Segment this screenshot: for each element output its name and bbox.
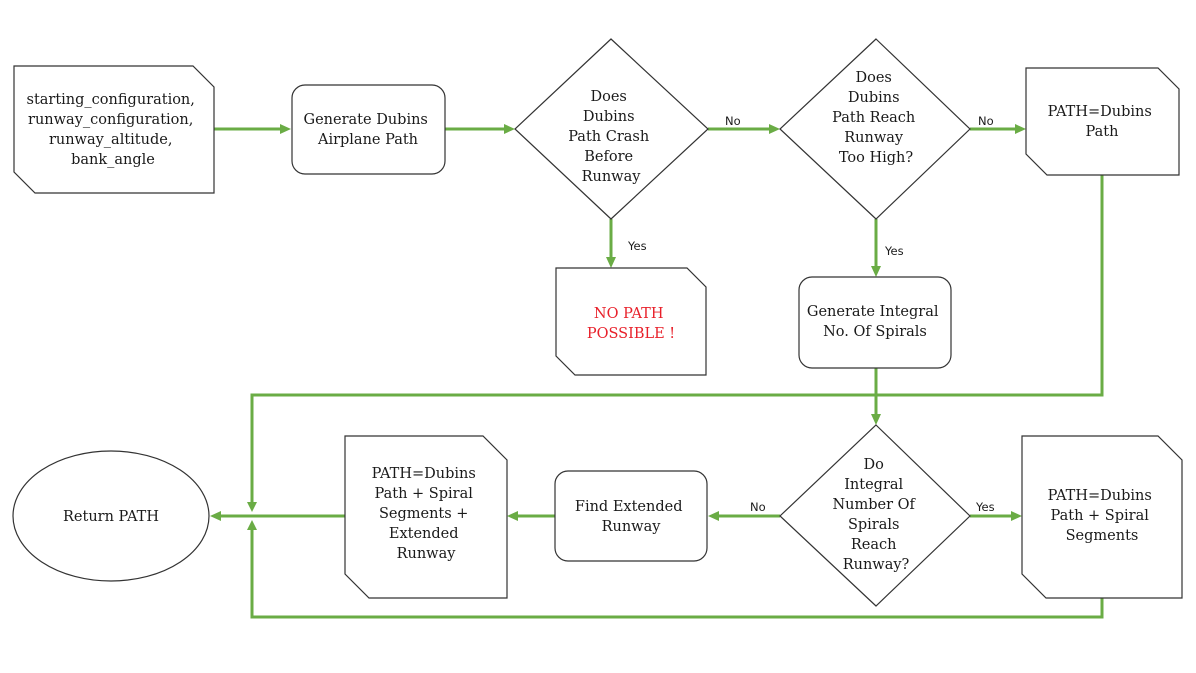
edge-label-spirals-yes: Yes [975, 500, 995, 514]
edge-path-dubins-to-return-path [247, 175, 1104, 512]
edge-crash-check-to-no-path: Yes [606, 219, 647, 268]
node-too-high-check: Does Dubins Path Reach Runway Too High? [779, 38, 971, 220]
node-spirals-check: Do Integral Number Of Spirals Reach Runw… [779, 424, 971, 607]
node-no-path: NO PATH POSSIBLE ! [555, 267, 707, 376]
node-generate-spirals-text: Generate Integral No. Of Spirals [807, 304, 943, 340]
edge-label-crash-no: No [725, 114, 741, 128]
node-find-extended: Find Extended Runway [554, 470, 708, 562]
edge-label-too-high-yes: Yes [884, 244, 904, 258]
node-path-spiral: PATH=Dubins Path + Spiral Segments [1021, 435, 1183, 599]
edge-generate-dubins-to-crash-check [445, 124, 515, 134]
edge-generate-spirals-to-spirals-check [871, 368, 881, 425]
edge-too-high-check-to-generate-spirals: Yes [871, 219, 904, 277]
node-generate-dubins: Generate Dubins Airplane Path [291, 84, 446, 175]
node-path-dubins-text: PATH=Dubins Path [1048, 104, 1157, 140]
edge-path-extended-to-return-path [210, 511, 345, 521]
edge-label-crash-yes: Yes [627, 239, 647, 253]
node-inputs-text: starting_configuration, runway_configura… [27, 92, 200, 168]
node-path-extended-text: PATH=Dubins Path + Spiral Segments + Ext… [372, 466, 481, 562]
node-find-extended-text: Find Extended Runway [575, 499, 687, 535]
node-crash-check-text: Does Dubins Path Crash Before Runway [568, 89, 654, 185]
node-path-extended: PATH=Dubins Path + Spiral Segments + Ext… [344, 435, 508, 599]
node-crash-check: Does Dubins Path Crash Before Runway [514, 38, 709, 220]
node-generate-dubins-text: Generate Dubins Airplane Path [304, 112, 433, 148]
edge-spirals-check-to-path-spiral: Yes [970, 500, 1022, 521]
node-path-dubins: PATH=Dubins Path [1025, 67, 1180, 176]
edge-spirals-check-to-find-extended: No [708, 500, 780, 521]
node-no-path-text: NO PATH POSSIBLE ! [587, 306, 675, 342]
node-return-path-text: Return PATH [63, 509, 159, 525]
edge-label-too-high-no: No [978, 114, 994, 128]
node-inputs: starting_configuration, runway_configura… [13, 65, 215, 194]
node-path-spiral-text: PATH=Dubins Path + Spiral Segments [1048, 488, 1157, 544]
node-generate-spirals: Generate Integral No. Of Spirals [798, 276, 952, 369]
node-spirals-check-text: Do Integral Number Of Spirals Reach Runw… [832, 457, 919, 573]
node-too-high-check-text: Does Dubins Path Reach Runway Too High? [832, 70, 920, 166]
edge-inputs-to-generate-dubins [213, 124, 291, 134]
edge-path-spiral-to-return-path [247, 520, 1104, 619]
edge-find-extended-to-path-extended [507, 511, 555, 521]
connectors: No Yes No Yes Yes [210, 114, 1104, 619]
edge-label-spirals-no: No [750, 500, 766, 514]
node-return-path: Return PATH [12, 450, 210, 582]
edge-too-high-check-to-path-dubins: No [970, 114, 1026, 134]
edge-crash-check-to-too-high-check: No [708, 114, 780, 134]
